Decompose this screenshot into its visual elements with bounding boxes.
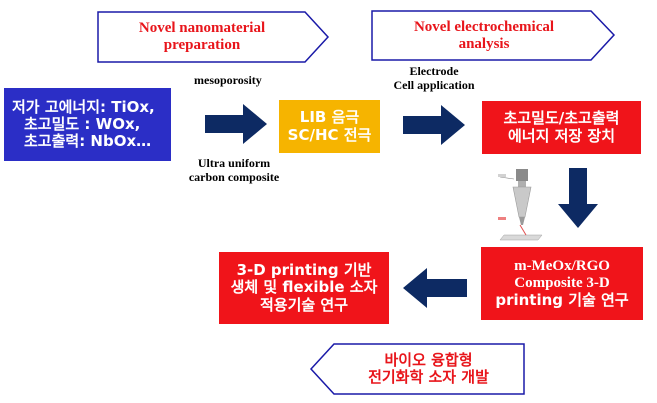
label-electrode-line-2: Cell application [393, 78, 475, 93]
arrow-right-2 [403, 105, 465, 145]
banner-shape [309, 343, 525, 395]
lib-line-2: SC/HC 전극 [287, 125, 372, 144]
banner-line-1: Novel nanomaterial [138, 20, 266, 37]
lib-line-1: LIB 음극 [299, 108, 360, 127]
printing-line-1: 3-D printing 기반 [236, 261, 372, 280]
label-mesoporosity: mesoporosity [194, 73, 262, 87]
banner-shape [97, 11, 330, 63]
box-energy-storage: 초고밀도/초고출력 에너지 저장 장치 [482, 101, 641, 154]
box-composite-printing: m-MeOx/RGO Composite 3-D printing 기술 연구 [481, 247, 643, 320]
arrow-down [558, 168, 598, 228]
banner-bio-convergence: 바이오 융합형 전기화학 소자 개발 [309, 343, 525, 395]
composite-line-1: m-MeOx/RGO [514, 257, 610, 274]
label-electrode: Electrode Cell application [383, 64, 485, 93]
arrow-left [403, 268, 467, 308]
storage-line-1: 초고밀도/초고출력 [503, 109, 620, 128]
composite-line-2: Composite 3-D [514, 274, 610, 291]
materials-line-2: 초고밀도 : WOx, [24, 114, 141, 133]
arrow-right-1 [205, 104, 267, 144]
label-ultra-line-2: carbon composite [188, 170, 280, 185]
bio-line-2: 전기화학 소자 개발 [368, 368, 489, 386]
materials-line-3: 초고출력: NbOx… [24, 132, 152, 151]
box-lib-electrode: LIB 음극 SC/HC 전극 [279, 100, 380, 153]
materials-line-1: 저가 고에너지: TiOx, [12, 97, 155, 116]
label-ultra-uniform: Ultra uniform carbon composite [178, 156, 290, 185]
banner-line-1: Novel electrochemical [413, 18, 555, 35]
bio-line-1: 바이오 융합형 [384, 351, 473, 370]
box-3d-printing-application: 3-D printing 기반 생체 및 flexible 소자 적용기술 연구 [219, 252, 389, 324]
banner-line-2: analysis [458, 35, 510, 52]
printing-line-3: 적용기술 연구 [259, 295, 349, 314]
label-ultra-line-1: Ultra uniform [197, 156, 271, 170]
printing-line-2: 생체 및 flexible 소자 [230, 278, 378, 297]
banner-novel-nanomaterial: Novel nanomaterial preparation [97, 11, 330, 63]
composite-line-3: printing 기술 연구 [495, 291, 629, 310]
banner-line-2: preparation [163, 37, 241, 53]
printing-illustration [496, 167, 548, 243]
label-electrode-line-1: Electrode [409, 64, 459, 78]
banner-novel-electrochemical: Novel electrochemical analysis [371, 10, 616, 61]
storage-line-2: 에너지 저장 장치 [507, 126, 616, 145]
box-materials: 저가 고에너지: TiOx, 초고밀도 : WOx, 초고출력: NbOx… [4, 88, 171, 161]
banner-shape [371, 10, 616, 61]
